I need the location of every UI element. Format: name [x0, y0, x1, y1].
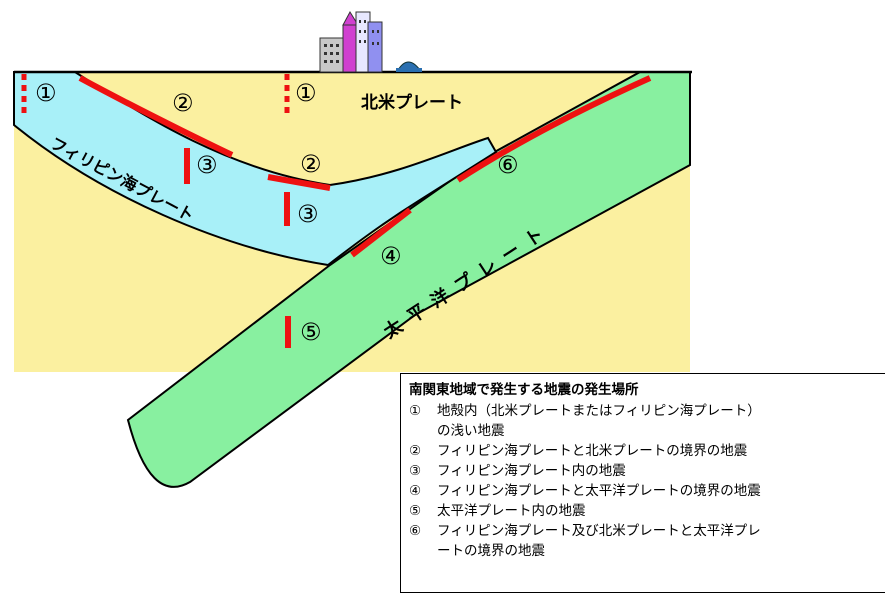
legend-text: フィリピン海プレート内の地震 [437, 463, 626, 479]
legend-text: フィリピン海プレート及び北米プレートと太平洋プレ [437, 523, 761, 539]
legend-text: フィリピン海プレートと北米プレートの境界の地震 [437, 443, 748, 459]
legend-marker: ③ [409, 463, 422, 479]
fault-markers [21, 74, 652, 348]
dome-icon [396, 61, 422, 72]
fault-2-center [267, 174, 331, 191]
legend-marker: ① [409, 403, 422, 419]
marker-2-left: ② [172, 89, 194, 117]
fault-6 [456, 75, 652, 183]
marker-4: ④ [380, 242, 402, 270]
legend-marker [409, 421, 437, 441]
legend-title: 南関東地域で発生する地震の発生場所 [409, 382, 639, 398]
legend-item: ③ フィリピン海プレート内の地震 [409, 461, 881, 481]
legend-marker [409, 541, 437, 561]
fault-4 [350, 207, 412, 258]
legend-item: ⑤ 太平洋プレート内の地震 [409, 501, 881, 521]
marker-5: ⑤ [300, 318, 322, 346]
city-buildings-icon [319, 10, 383, 73]
legend-marker: ② [409, 443, 422, 459]
marker-2-center: ② [300, 150, 322, 178]
legend-marker: ⑤ [409, 503, 422, 519]
legend-item: ⑥ フィリピン海プレート及び北米プレートと太平洋プレ [409, 521, 881, 541]
legend-box: 南関東地域で発生する地震の発生場所 ① 地殻内（北米プレートまたはフィリピン海プレ… [400, 373, 885, 593]
marker-1-center: ① [295, 79, 317, 107]
legend-item: の浅い地震 [409, 421, 881, 441]
north-american-plate-label: 北米プレート [361, 93, 463, 113]
legend-marker: ④ [409, 483, 422, 499]
marker-6: ⑥ [497, 151, 519, 179]
legend-item: ① 地殻内（北米プレートまたはフィリピン海プレート） [409, 401, 881, 421]
legend-marker: ⑥ [409, 523, 422, 539]
pacific-plate-area [126, 71, 691, 488]
legend-text: の浅い地震 [437, 423, 505, 439]
legend-text: 太平洋プレート内の地震 [437, 503, 586, 519]
marker-1-left: ① [35, 79, 57, 107]
legend-text: ートの境界の地震 [437, 543, 545, 559]
philippine-plate-area [13, 71, 498, 267]
legend-item: ートの境界の地震 [409, 541, 881, 561]
fault-2-left [78, 75, 234, 158]
marker-3-center: ③ [297, 200, 319, 228]
legend-item: ④ フィリピン海プレートと太平洋プレートの境界の地震 [409, 481, 881, 501]
legend-item: ② フィリピン海プレートと北米プレートの境界の地震 [409, 441, 881, 461]
legend-text: 地殻内（北米プレートまたはフィリピン海プレート） [437, 403, 761, 419]
marker-3-left: ③ [196, 151, 218, 179]
legend-text: フィリピン海プレートと太平洋プレートの境界の地震 [437, 483, 761, 499]
